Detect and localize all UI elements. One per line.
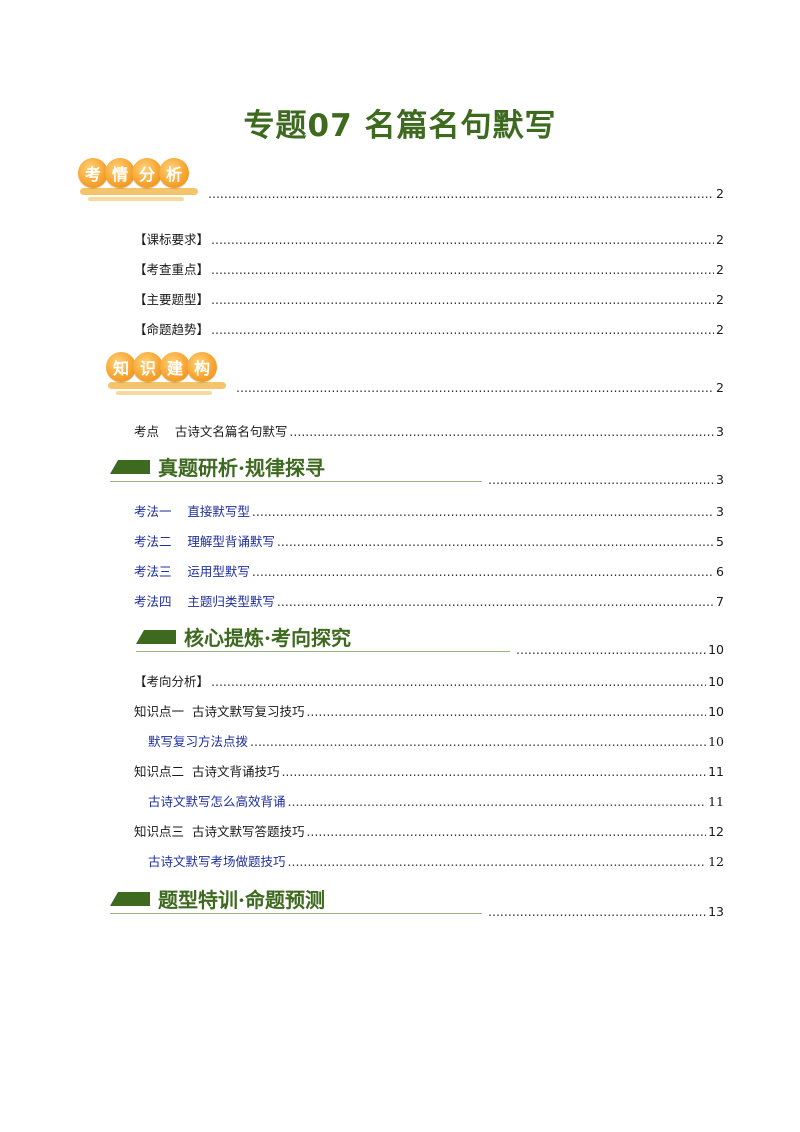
toc-row-mingti[interactable]: 【命题趋势】 2 <box>134 322 724 338</box>
toc-row-kaocha[interactable]: 【考查重点】 2 <box>134 262 724 278</box>
badge-char: 情 <box>105 158 135 188</box>
page-number: 2 <box>716 186 724 201</box>
leader-dots <box>211 322 714 338</box>
section-badge-zhishi: 知 识 建 构 <box>106 352 236 396</box>
toc-label: 知识点一 古诗文默写复习技巧 <box>134 704 305 719</box>
leader-dots <box>306 824 706 840</box>
toc-row-kaofa3[interactable]: 考法三 运用型默写 6 <box>134 564 724 580</box>
toc-row-kaodian[interactable]: 考点 古诗文名篇名句默写 3 <box>134 424 724 440</box>
toc-label: 【课标要求】 <box>134 232 210 247</box>
toc-label: 【考查重点】 <box>134 262 210 277</box>
page-number: 11 <box>708 794 724 809</box>
toc-row-zsd2[interactable]: 知识点二 古诗文背诵技巧 11 <box>134 764 724 780</box>
page-number: 7 <box>716 594 724 609</box>
toc-row-zsd1-sub[interactable]: 默写复习方法点拨 10 <box>148 734 724 750</box>
badge-char: 分 <box>132 158 162 188</box>
page-number: 11 <box>708 764 724 779</box>
toc-label: 默写复习方法点拨 <box>148 734 249 749</box>
section-banner-hexin: 核心提炼·考向探究 <box>136 622 516 652</box>
section-badge-kaoqing: 考 情 分 析 <box>78 158 208 202</box>
toc-label: 考法一 直接默写型 <box>134 504 250 519</box>
toc-row-zsd1[interactable]: 知识点一 古诗文默写复习技巧 10 <box>134 704 724 720</box>
page-number: 5 <box>716 534 724 549</box>
badge-char: 知 <box>106 352 136 382</box>
banner-bar <box>110 892 150 906</box>
toc-label: 【考向分析】 <box>134 674 210 689</box>
toc-row-zhishi[interactable]: 2 <box>234 380 724 396</box>
leader-dots <box>288 794 707 810</box>
banner-bar <box>136 630 176 644</box>
banner-title: 核心提炼·考向探究 <box>184 626 351 650</box>
page-number: 2 <box>716 292 724 307</box>
toc-row-tixing[interactable]: 13 <box>486 904 724 920</box>
toc-row-kebiao[interactable]: 【课标要求】 2 <box>134 232 724 248</box>
page-number: 2 <box>716 262 724 277</box>
section-banner-zhenti: 真题研析·规律探寻 <box>110 452 490 482</box>
leader-dots <box>211 674 706 690</box>
leader-dots <box>250 734 706 750</box>
section-banner-tixing: 题型特训·命题预测 <box>110 884 490 914</box>
leader-dots <box>211 262 714 278</box>
toc-row-kaofa2[interactable]: 考法二 理解型背诵默写 5 <box>134 534 724 550</box>
toc-label: 古诗文默写怎么高效背诵 <box>148 794 286 809</box>
page-number: 10 <box>708 704 724 719</box>
leader-dots <box>277 594 714 610</box>
toc-label: 知识点二 古诗文背诵技巧 <box>134 764 280 779</box>
badge-char: 构 <box>187 352 217 382</box>
toc-label: 考法四 主题归类型默写 <box>134 594 275 609</box>
badge-char: 建 <box>160 352 190 382</box>
toc-label: 知识点三 古诗文默写答题技巧 <box>134 824 305 839</box>
badge-char: 考 <box>78 158 108 188</box>
leader-dots <box>281 764 706 780</box>
page-number: 10 <box>708 674 724 689</box>
page-number: 2 <box>716 322 724 337</box>
toc-label: 【主要题型】 <box>134 292 210 307</box>
toc-row-hexin[interactable]: 10 <box>514 642 724 658</box>
toc-row-kaofa4[interactable]: 考法四 主题归类型默写 7 <box>134 594 724 610</box>
page-number: 3 <box>716 472 724 487</box>
document-title: 专题07 名篇名句默写 <box>243 108 557 144</box>
page-number: 10 <box>708 642 724 657</box>
leader-dots <box>252 504 714 520</box>
toc-row-zhuyao[interactable]: 【主要题型】 2 <box>134 292 724 308</box>
toc-row-zhenti[interactable]: 3 <box>486 472 724 488</box>
leader-dots <box>289 424 714 440</box>
badge-char: 析 <box>159 158 189 188</box>
toc-row-kaoqing[interactable]: 2 <box>206 186 724 202</box>
page-number: 13 <box>708 904 724 919</box>
leader-dots <box>277 534 714 550</box>
leader-dots <box>208 186 714 202</box>
toc-row-zsd3[interactable]: 知识点三 古诗文默写答题技巧 12 <box>134 824 724 840</box>
leader-dots <box>288 854 707 870</box>
leader-dots <box>516 642 706 658</box>
toc-row-zsd2-sub[interactable]: 古诗文默写怎么高效背诵 11 <box>148 794 724 810</box>
toc-row-zsd3-sub[interactable]: 古诗文默写考场做题技巧 12 <box>148 854 724 870</box>
page-number: 2 <box>716 232 724 247</box>
leader-dots <box>211 232 714 248</box>
toc-row-kaoxiang[interactable]: 【考向分析】 10 <box>134 674 724 690</box>
banner-bar <box>110 460 150 474</box>
toc-row-kaofa1[interactable]: 考法一 直接默写型 3 <box>134 504 724 520</box>
banner-title: 题型特训·命题预测 <box>158 888 325 912</box>
page-number: 3 <box>716 424 724 439</box>
leader-dots <box>236 380 714 396</box>
toc-label: 【命题趋势】 <box>134 322 210 337</box>
toc-label: 古诗文默写考场做题技巧 <box>148 854 286 869</box>
page-number: 3 <box>716 504 724 519</box>
page-number: 12 <box>708 824 724 839</box>
page-number: 12 <box>708 854 724 869</box>
toc-label: 考法二 理解型背诵默写 <box>134 534 275 549</box>
badge-char: 识 <box>133 352 163 382</box>
leader-dots <box>211 292 714 308</box>
leader-dots <box>252 564 714 580</box>
leader-dots <box>488 472 714 488</box>
page-number: 2 <box>716 380 724 395</box>
page-number: 6 <box>716 564 724 579</box>
banner-title: 真题研析·规律探寻 <box>158 456 325 480</box>
leader-dots <box>306 704 706 720</box>
toc-label: 考点 古诗文名篇名句默写 <box>134 424 288 439</box>
page-number: 10 <box>708 734 724 749</box>
leader-dots <box>488 904 706 920</box>
toc-label: 考法三 运用型默写 <box>134 564 250 579</box>
